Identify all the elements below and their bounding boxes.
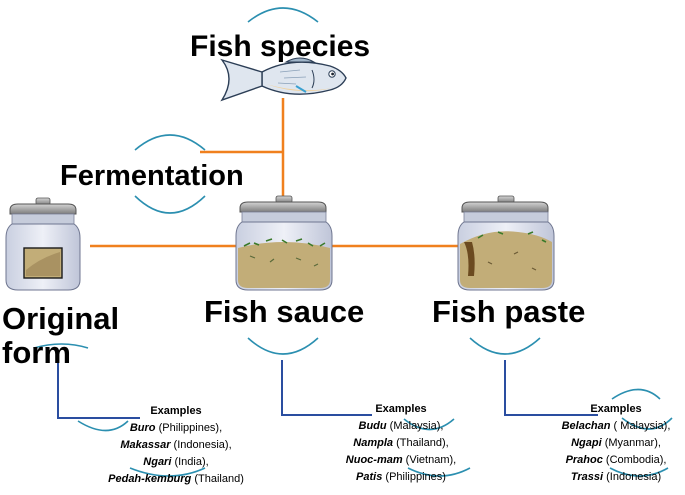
fish-paste-label: Fish paste <box>432 294 586 329</box>
examples-heading: Examples <box>590 403 642 415</box>
arc-examples-3-bottom <box>609 467 669 477</box>
example-item: Belachan ( Malaysia), <box>561 420 671 432</box>
example-item: Nuoc-mam (Vietnam), <box>345 454 457 466</box>
fish-paste-examples: Examples Belachan ( Malaysia), Ngapi (My… <box>540 401 685 486</box>
arc-examples-1 <box>77 420 129 432</box>
example-item: Prahoc (Combodia), <box>565 454 667 466</box>
arc-fermentation-bottom <box>134 195 206 214</box>
original-form-jar-icon <box>5 197 81 291</box>
examples-heading: Examples <box>375 403 427 415</box>
example-item: Trassi (Indonesia) <box>570 471 662 483</box>
example-item: Ngari (India), <box>143 456 209 468</box>
fish-icon <box>220 57 347 102</box>
example-item: Makassar (Indonesia), <box>120 439 232 451</box>
example-item: Ngapi (Myanmar), <box>571 437 661 449</box>
sauce-examples-connector <box>281 360 372 416</box>
original-examples-connector <box>57 352 140 419</box>
original-form-label: Original form <box>2 302 132 370</box>
arc-original <box>33 343 89 349</box>
arc-examples-3b <box>621 417 673 430</box>
diagram-title: Fish species <box>190 30 371 63</box>
arc-examples-2-bottom <box>407 467 471 477</box>
original-form-label-line2: form <box>2 335 71 370</box>
arc-fermentation-top <box>134 134 206 151</box>
arc-top-fish <box>247 7 319 23</box>
examples-heading: Examples <box>150 405 202 417</box>
arc-paste <box>469 337 541 355</box>
example-item: Buro (Philippines), <box>129 422 223 434</box>
process-label: Fermentation <box>60 160 244 192</box>
arc-sauce <box>247 337 319 355</box>
fish-sauce-jar-icon <box>235 195 333 291</box>
fish-paste-jar-icon <box>457 195 555 291</box>
arc-examples-2 <box>403 418 455 431</box>
example-item: Nampla (Thailand), <box>353 437 449 449</box>
arc-examples-3a <box>611 388 661 400</box>
arc-examples-1-bottom <box>129 467 206 477</box>
orange-connectors <box>90 98 463 248</box>
fish-sauce-examples: Examples Budu (Malaysia), Nampla (Thaila… <box>318 401 484 486</box>
decorative-arcs <box>33 7 673 477</box>
example-item: Patis (Philippines) <box>356 471 446 483</box>
paste-examples-connector <box>504 360 598 416</box>
original-form-examples: Examples Buro (Philippines), Makassar (I… <box>98 403 254 488</box>
blue-connectors <box>57 352 598 419</box>
fish-sauce-label: Fish sauce <box>204 294 365 329</box>
example-item: Budu (Malaysia), <box>358 420 444 432</box>
original-form-label-line1: Original <box>2 301 120 336</box>
example-item: Pedah-kemburg (Thailand) <box>108 473 244 485</box>
